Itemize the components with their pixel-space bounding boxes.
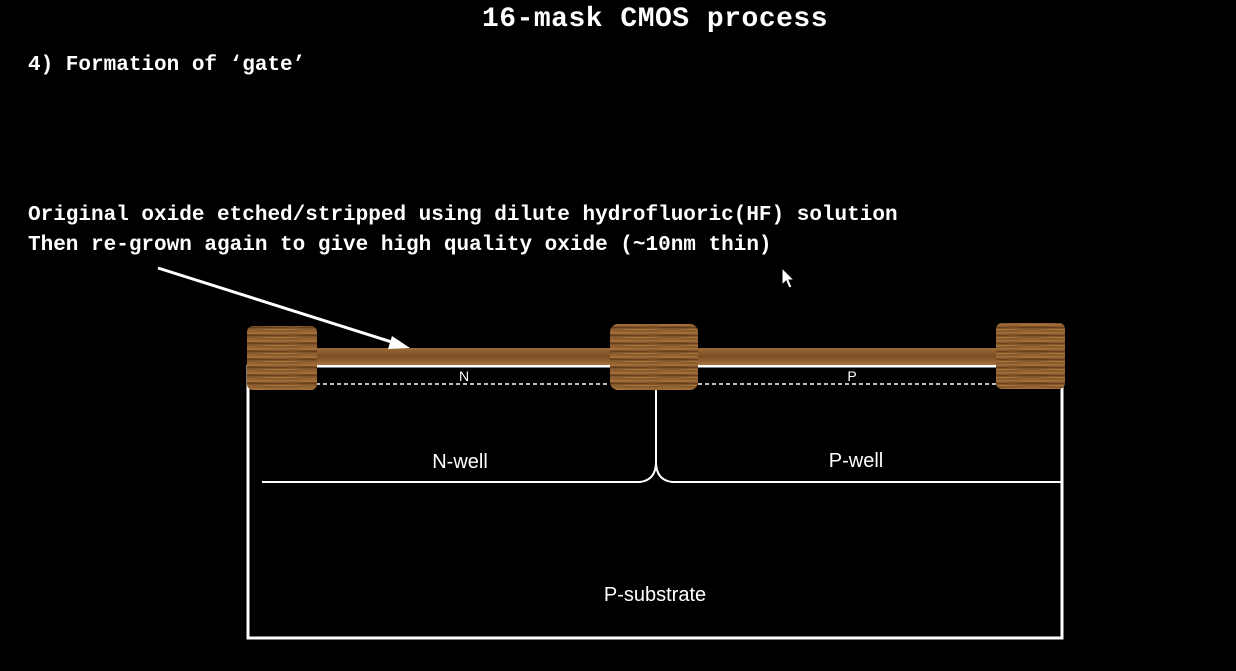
slide-title: 16-mask CMOS process [481, 4, 829, 35]
field-oxide-right [996, 323, 1065, 389]
thin-gate-oxide-p [696, 348, 998, 365]
mouse-pointer-icon [781, 266, 796, 289]
step-heading: 4) Formation of ‘gate’ [28, 54, 306, 77]
n-region-label: N [459, 368, 469, 384]
n-well-label: N-well [432, 451, 488, 473]
annotation-arrow [157, 266, 410, 349]
p-region-label: P [847, 368, 856, 384]
thin-gate-oxide-n [314, 348, 612, 365]
field-oxide-left [247, 326, 317, 390]
p-substrate-label: P-substrate [604, 584, 706, 606]
p-well-label: P-well [829, 450, 883, 472]
field-oxide-middle [610, 324, 698, 390]
annotation-line-2: Then re-grown again to give high quality… [28, 234, 772, 257]
well-boundary [262, 390, 1062, 483]
annotation-line-1: Original oxide etched/stripped using dil… [28, 204, 898, 227]
